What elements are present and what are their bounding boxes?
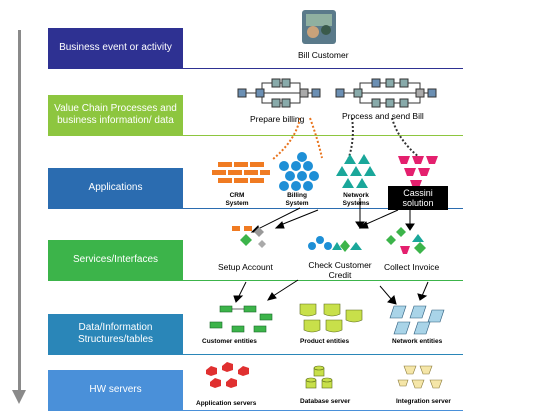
process-label: Process and send Bill bbox=[342, 111, 424, 121]
server-label: Database server bbox=[300, 398, 351, 405]
layer-rule bbox=[48, 208, 463, 209]
database-server-icon bbox=[305, 365, 333, 389]
layer-label: HW servers bbox=[89, 384, 142, 395]
cassini-solution-icon bbox=[398, 156, 438, 188]
collect-invoice-icon bbox=[386, 227, 426, 254]
service-label: Check Customer Credit bbox=[308, 260, 372, 280]
layer-rule bbox=[48, 135, 463, 136]
cassini-label: Cassini solution bbox=[402, 188, 434, 208]
app-service-links bbox=[250, 198, 415, 233]
app-label: Billing System bbox=[285, 192, 309, 207]
check-credit-icon bbox=[308, 236, 362, 252]
bill-customer-photo bbox=[302, 10, 336, 44]
product-entities-icon bbox=[299, 303, 363, 333]
flow-arrow-head bbox=[12, 390, 26, 404]
layer-rule bbox=[48, 410, 463, 411]
app-label: Network Systems bbox=[342, 192, 370, 207]
server-label: Application servers bbox=[196, 400, 257, 407]
process-app-links bbox=[271, 117, 421, 161]
service-label: Setup Account bbox=[218, 262, 273, 272]
application-servers-icon bbox=[206, 362, 249, 388]
service-data-links bbox=[233, 279, 429, 305]
customer-entities-icon bbox=[209, 305, 273, 333]
layer-label: Data/Information Structures/tables bbox=[77, 322, 154, 345]
data-label: Network entities bbox=[392, 338, 443, 345]
network-entities-icon bbox=[389, 305, 445, 335]
data-label: Product entities bbox=[300, 338, 350, 345]
data-label: Customer entities bbox=[202, 338, 257, 345]
layer-label: Services/Interfaces bbox=[72, 254, 159, 265]
cassini-solution-box: Cassini solution bbox=[388, 186, 448, 210]
server-label: Integration server bbox=[396, 398, 451, 405]
layer-label: Value Chain Processes and business infor… bbox=[54, 103, 177, 126]
layer-business-event: Business event or activity bbox=[48, 28, 183, 68]
integration-server-icon bbox=[397, 365, 443, 389]
layer-rule bbox=[48, 68, 463, 69]
layer-label: Applications bbox=[88, 182, 143, 193]
layer-applications: Applications bbox=[48, 168, 183, 208]
flow-arrow-shaft bbox=[18, 30, 21, 392]
network-systems-icon bbox=[336, 154, 376, 188]
crm-system-icon bbox=[212, 162, 270, 183]
app-label: CRM System bbox=[225, 192, 249, 207]
layer-hw-servers: HW servers bbox=[48, 370, 183, 410]
layer-rule bbox=[48, 280, 463, 281]
process-flow-prepare-billing bbox=[237, 78, 321, 108]
service-label: Collect Invoice bbox=[384, 262, 440, 272]
layer-data: Data/Information Structures/tables bbox=[48, 314, 183, 354]
layer-services: Services/Interfaces bbox=[48, 240, 183, 280]
layer-rule bbox=[48, 354, 463, 355]
bill-customer-label: Bill Customer bbox=[298, 50, 349, 60]
layer-label: Business event or activity bbox=[59, 42, 172, 53]
process-flow-send-bill bbox=[335, 78, 437, 108]
process-label: Prepare billing bbox=[250, 114, 305, 124]
billing-system-icon bbox=[279, 152, 319, 191]
layer-value-chain: Value Chain Processes and business infor… bbox=[48, 95, 183, 135]
setup-account-icon bbox=[232, 226, 266, 248]
